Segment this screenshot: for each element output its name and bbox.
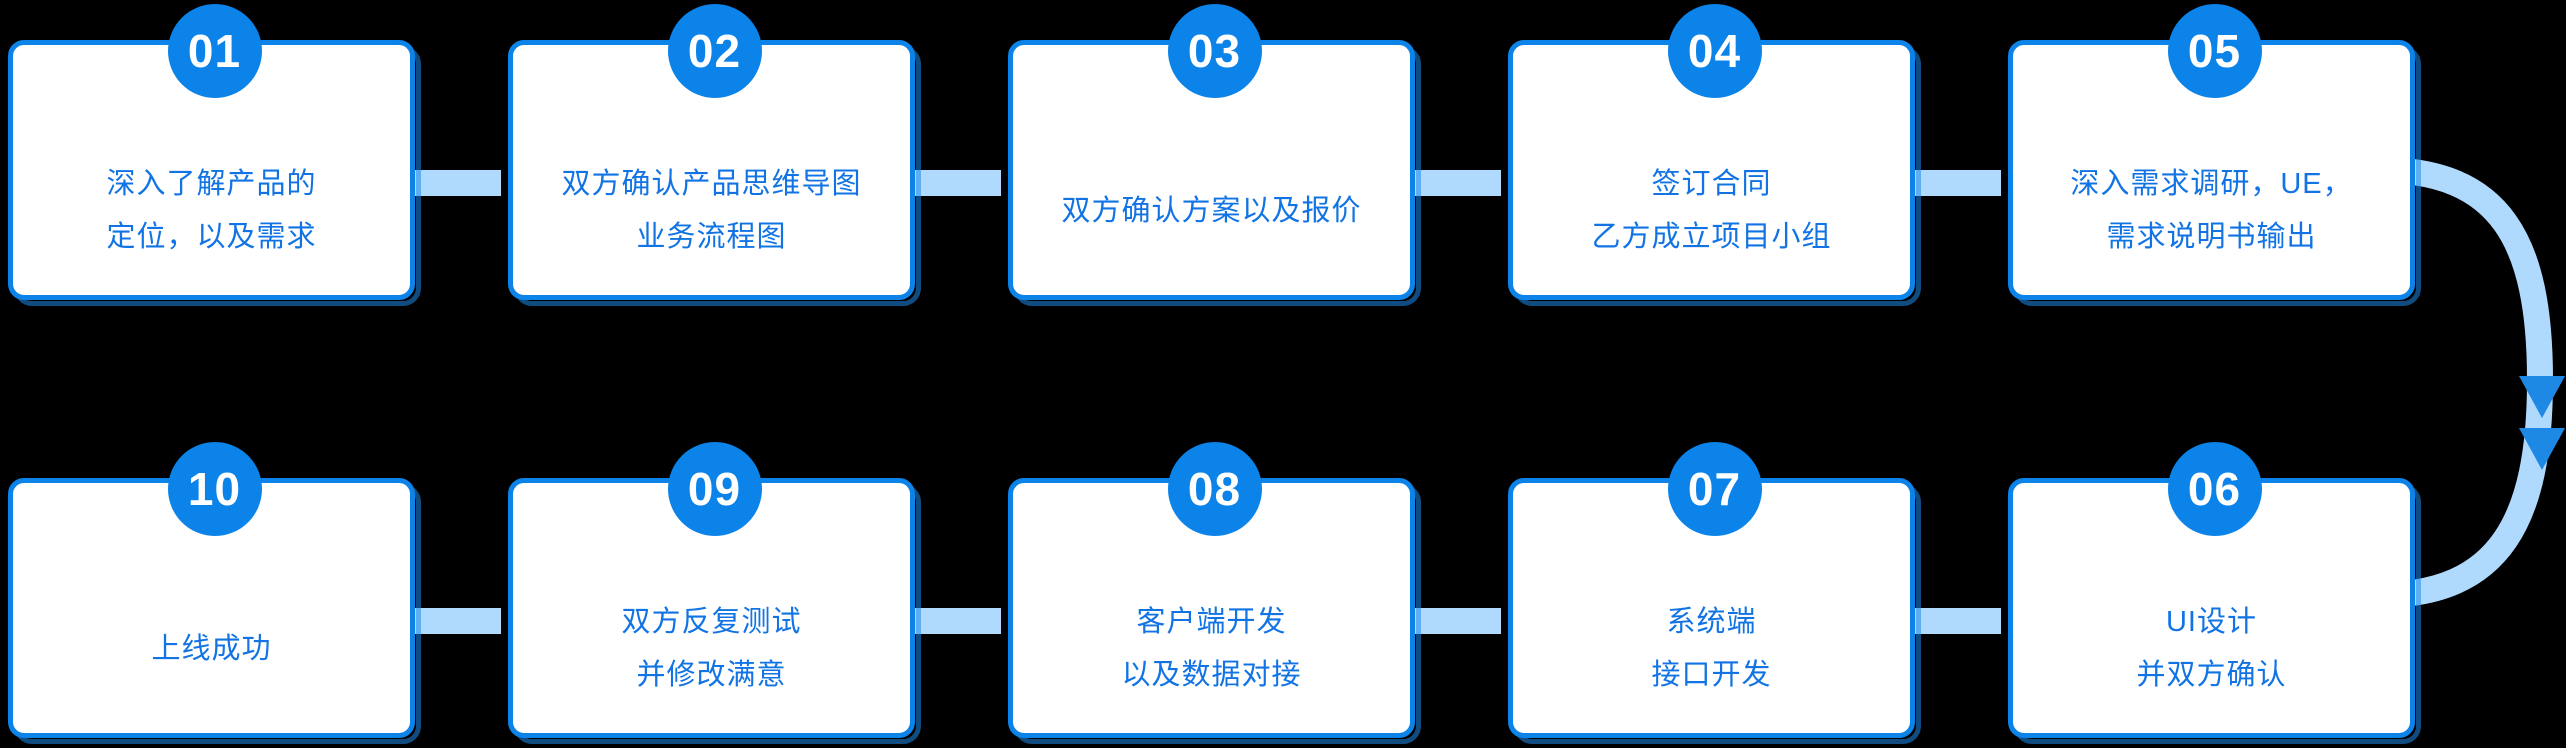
step-card-10[interactable]: 上线成功 10 [8, 442, 421, 744]
connector-09-to-10 [415, 608, 501, 634]
connector-02-to-03 [915, 170, 1001, 196]
step-card-01[interactable]: 深入了解产品的 定位，以及需求 01 [8, 4, 421, 306]
step-card-04[interactable]: 签订合同 乙方成立项目小组 04 [1508, 4, 1921, 306]
step-number-badge: 05 [2167, 4, 2262, 98]
curved-arrow-05-to-06 [2379, 157, 2565, 608]
connector-08-to-09 [915, 608, 1001, 634]
connector-03-to-04 [1415, 170, 1501, 196]
step-number-badge: 10 [167, 442, 262, 536]
step-number-badge: 09 [667, 442, 762, 536]
step-card-03[interactable]: 双方确认方案以及报价 03 [1008, 4, 1421, 306]
connector-06-to-07 [1915, 608, 2001, 634]
step-number-badge: 01 [167, 4, 262, 98]
connector-01-to-02 [415, 170, 501, 196]
connector-04-to-05 [1915, 170, 2001, 196]
step-card-05[interactable]: 深入需求调研，UE， 需求说明书输出 05 [2008, 4, 2421, 306]
step-number-badge: 04 [1667, 4, 1762, 98]
step-card-07[interactable]: 系统端 接口开发 07 [1508, 442, 1921, 744]
connector-07-to-08 [1415, 608, 1501, 634]
step-number-badge: 06 [2167, 442, 2262, 536]
step-card-09[interactable]: 双方反复测试 并修改满意 09 [508, 442, 921, 744]
step-card-06[interactable]: UI设计 并双方确认 06 [2008, 442, 2421, 744]
step-card-02[interactable]: 双方确认产品思维导图 业务流程图 02 [508, 4, 921, 306]
step-number-badge: 07 [1667, 442, 1762, 536]
card-surface [508, 40, 915, 300]
step-card-08[interactable]: 客户端开发 以及数据对接 08 [1008, 442, 1421, 744]
step-number-badge: 02 [667, 4, 762, 98]
step-number-badge: 08 [1167, 442, 1262, 536]
step-number-badge: 03 [1167, 4, 1262, 98]
